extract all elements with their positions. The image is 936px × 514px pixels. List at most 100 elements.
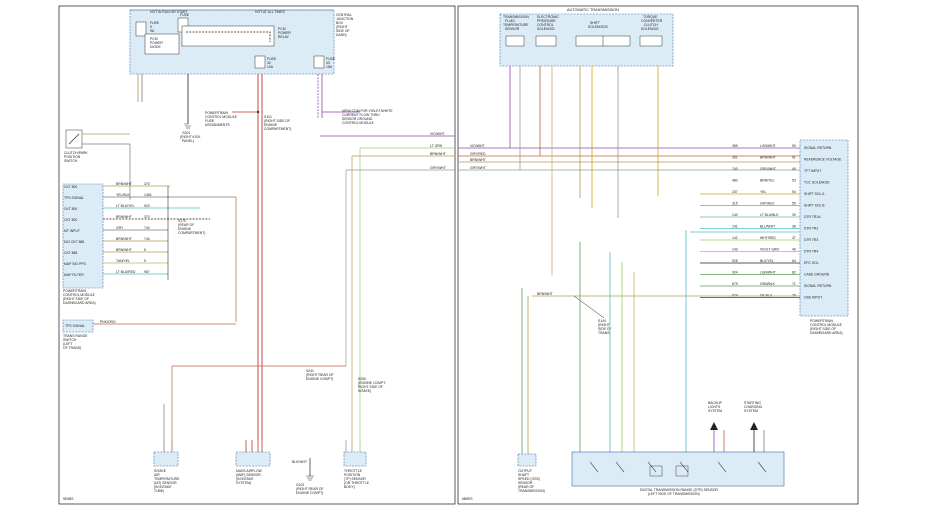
svg-text:9: 9 — [150, 25, 152, 29]
tft-sensor: TRANSMISSION FLUID TEMPERATURE SENSOR — [503, 15, 529, 47]
svg-text:INTAKE): INTAKE) — [358, 389, 371, 393]
svg-text:POWERTRAIN: POWERTRAIN — [63, 289, 86, 293]
pcm-wire-labels: BRN/WHT YEL/BLK LT BLU/YEL BRN/WHT GRY B… — [116, 182, 152, 274]
trans-component-wires — [509, 66, 659, 276]
pcm-pin-label: DTR TR1A — [804, 215, 821, 219]
svg-text:POWERTRAIN: POWERTRAIN — [205, 111, 228, 115]
fuse-43-label: FUSE 43 15A — [326, 57, 336, 69]
svg-text:ASSIGNMENTS: ASSIGNMENTS — [205, 123, 230, 127]
svg-text:POSITION: POSITION — [344, 473, 361, 477]
svg-text:TAN/YEL: TAN/YEL — [116, 259, 130, 263]
pcm-pin-wire-color: GRN/BLK — [760, 282, 776, 286]
pcm-pin-wire-color: BRN/YEL — [760, 179, 775, 183]
svg-text:5: 5 — [144, 259, 146, 263]
svg-text:(RIGHT KICK: (RIGHT KICK — [180, 135, 201, 139]
svg-text:SWITCH: SWITCH — [64, 159, 78, 163]
pcm-pin-ckt: 237 — [732, 190, 738, 194]
pcm-pin-wire-color: WHT/RED — [760, 236, 776, 240]
svg-text:(MAF) SENSOR: (MAF) SENSOR — [236, 473, 261, 477]
pcm-connector-left — [62, 183, 104, 289]
svg-text:TUBE): TUBE) — [154, 489, 164, 493]
dtr-wires — [521, 230, 800, 454]
svg-text:(LEFT SIDE OF TRANSMISSION): (LEFT SIDE OF TRANSMISSION) — [648, 492, 700, 496]
svg-text:FUSE: FUSE — [150, 21, 160, 25]
svg-text:ENGINE: ENGINE — [178, 227, 192, 231]
svg-text:43: 43 — [326, 61, 330, 65]
svg-text:TRANSMISSION): TRANSMISSION) — [518, 489, 545, 493]
blk-wht-label: BLK/WHT — [292, 460, 307, 464]
pcm-pin-label: REFERENCE VOLTAGE — [804, 158, 842, 162]
svg-text:SHIFT: SHIFT — [590, 21, 600, 25]
svg-text:(RIGHT REAR OF: (RIGHT REAR OF — [306, 373, 334, 377]
pcm-pin-wire-color: LGN/WHT — [760, 271, 776, 275]
svg-text:MT INPUT: MT INPUT — [64, 229, 80, 233]
pcm-pin-ckt: 480 — [732, 179, 738, 183]
pcm-pin-ckt: 679 — [732, 282, 738, 286]
fuse-32-label: FUSE 32 10A — [267, 57, 277, 69]
svg-text:VIO/WHT: VIO/WHT — [430, 132, 445, 136]
svg-text:MASS AIRFLOW: MASS AIRFLOW — [236, 469, 263, 473]
g102-label: G102 (RIGHT REAR OF ENGINE COMPT) — [296, 483, 324, 495]
svg-text:LIGHTS: LIGHTS — [708, 405, 721, 409]
svg-text:TRANSMISSION: TRANSMISSION — [503, 15, 529, 19]
pcm-pin-wire-color: VIO/LT GRN — [760, 248, 779, 252]
svg-text:CONVERTER: CONVERTER — [641, 19, 663, 23]
maf-sensor — [235, 451, 271, 467]
svg-text:SENSOR: SENSOR — [518, 481, 533, 485]
junction-box-label: CENTRAL JUNCTION BOX (RIGHT SIDE OF DASH… — [336, 13, 354, 37]
svg-text:S101: S101 — [264, 115, 272, 119]
pcm-pin-wire-color: GRY/WHT — [760, 167, 776, 171]
svg-text:FUSE: FUSE — [180, 13, 190, 17]
pcm-pin-number: 38 — [792, 225, 796, 229]
svg-text:TPS SIGNAL: TPS SIGNAL — [64, 196, 84, 200]
svg-text:SOLENOID: SOLENOID — [537, 27, 555, 31]
dtr-switches — [589, 461, 767, 477]
svg-text:SOLENOID: SOLENOID — [641, 27, 659, 31]
pcm-pin-ckt: 924 — [732, 271, 738, 275]
backup-lights-label: BACKUP LIGHTS SYSTEM — [708, 401, 723, 413]
pcm-pin-ckt: 141 — [732, 225, 738, 229]
svg-text:RELAY: RELAY — [278, 35, 290, 39]
pcm-pin-label: SHIFT SOL A — [804, 192, 825, 196]
svg-text:YEL/BLK: YEL/BLK — [116, 193, 130, 197]
pcm-pin-number: 64 — [792, 259, 796, 263]
svg-text:POWERTRAIN: POWERTRAIN — [810, 319, 833, 323]
svg-text:TRANS RANGE: TRANS RANGE — [63, 334, 88, 338]
pcm-pin-number: 82 — [792, 271, 796, 275]
pcm-power-relay-label: PCM POWER RELAY — [278, 27, 291, 39]
svg-text:CONTROL MODULE: CONTROL MODULE — [205, 115, 238, 119]
svg-text:(IAT) SENSOR: (IAT) SENSOR — [154, 481, 177, 485]
svg-text:CKT 888: CKT 888 — [64, 251, 77, 255]
tp-sensor-label: THROTTLE POSITION (TP) SENSOR (ON THROTT… — [344, 469, 370, 489]
svg-text:SOLENOIDS: SOLENOIDS — [588, 25, 609, 29]
epc-solenoid: ELECTRONIC PRESSURE CONTROL SOLENOID — [535, 15, 559, 47]
svg-text:MAP FILTER: MAP FILTER — [64, 273, 84, 277]
splice-s144-label: S144 (RIGHT SIDE OF TRANS) — [598, 319, 612, 335]
svg-text:CHARGING: CHARGING — [744, 405, 763, 409]
right-page-id: 6B9ES — [462, 497, 473, 501]
pcm-right-label: POWERTRAIN CONTROL MODULE (RIGHT SIDE OF… — [810, 319, 843, 335]
svg-text:POWER: POWER — [150, 41, 163, 45]
svg-text:1454: 1454 — [144, 193, 152, 197]
svg-text:10A: 10A — [267, 65, 274, 69]
svg-text:BACKUP: BACKUP — [708, 401, 723, 405]
svg-text:S241: S241 — [306, 369, 314, 373]
svg-text:CONTROL MODULE: CONTROL MODULE — [810, 323, 843, 327]
tcc-solenoid: TORQUE CONVERTER CLUTCH SOLENOID — [639, 15, 663, 47]
svg-text:370: 370 — [144, 182, 150, 186]
pcm-left-label: POWERTRAIN CONTROL MODULE (RIGHT SIDE OF… — [63, 289, 96, 305]
svg-text:(RIGHT: (RIGHT — [336, 25, 348, 29]
hot-in-run-label: HOT IN RUN OR START — [150, 10, 188, 14]
svg-text:ENGINE: ENGINE — [264, 123, 278, 127]
pcm-pin-wire-color: LGN/WHT — [760, 144, 776, 148]
svg-text:OUTPUT: OUTPUT — [518, 469, 532, 473]
svg-text:(LEFT: (LEFT — [63, 342, 72, 346]
left-panel-wire-labels: VIO/WHT LT GRN BRN/WHT GRY/WHT — [430, 132, 446, 170]
svg-text:PCM: PCM — [278, 27, 286, 31]
pcm-pin-wire-color: BLU/WHT — [760, 225, 775, 229]
tps-signal-label: TPS SIGNAL — [65, 324, 85, 328]
svg-text:SWITCH: SWITCH — [63, 338, 77, 342]
svg-text:BOX: BOX — [336, 21, 344, 25]
svg-text:370: 370 — [144, 215, 150, 219]
